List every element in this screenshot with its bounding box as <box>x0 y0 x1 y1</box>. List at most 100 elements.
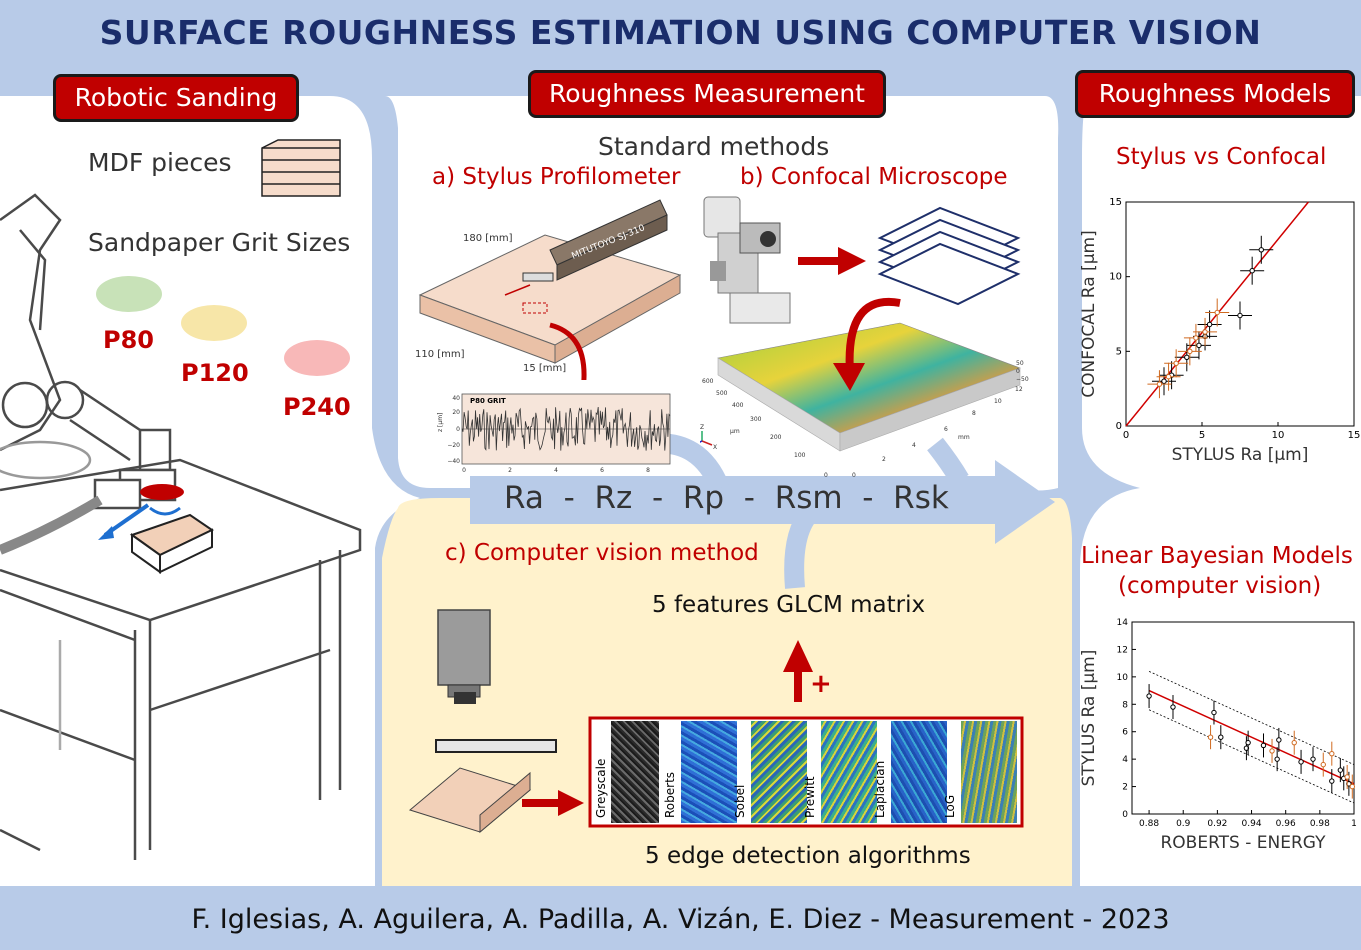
data-point <box>1187 348 1193 355</box>
surface-tick: 0 <box>852 472 856 479</box>
stylus-profilometer-label: a) Stylus Profilometer <box>432 164 681 190</box>
section-label-robotic-sanding: Robotic Sanding <box>53 74 299 122</box>
y-tick-label: 12 <box>1117 645 1128 655</box>
glcm-features-label: 5 features GLCM matrix <box>652 592 926 618</box>
filter-tile-sobel <box>751 721 807 823</box>
section-label-roughness-measurement: Roughness Measurement <box>528 70 886 118</box>
grit-sizes-label: Sandpaper Grit Sizes <box>88 228 351 257</box>
data-point <box>1146 693 1152 699</box>
profile-xtick: 4 <box>554 467 558 474</box>
profile-ytick: 0 <box>456 426 460 433</box>
y-tick-label: 0 <box>1122 810 1128 820</box>
x-tick-label: 5 <box>1199 430 1205 441</box>
surface-z-tick: 0 <box>1016 368 1020 375</box>
profile-xtick: 6 <box>600 467 604 474</box>
profile-ytick: 20 <box>452 409 460 416</box>
surface-z-tick: 50 <box>1016 360 1024 367</box>
data-point <box>1156 381 1163 387</box>
surface-tick: 12 <box>1015 386 1023 393</box>
sandpaper-disc-p80 <box>96 276 162 312</box>
data-point <box>1276 737 1282 743</box>
x-tick-label: 1 <box>1351 819 1357 829</box>
surface-unit-um: µm <box>730 428 740 435</box>
confocal-microscope-label: b) Confocal Microscope <box>740 164 1008 190</box>
data-point <box>1161 378 1167 384</box>
x-tick-label: 0 <box>1123 430 1129 441</box>
data-point <box>1329 750 1335 757</box>
profile-xtick: 8 <box>646 467 650 474</box>
y-tick-label: 14 <box>1117 618 1129 628</box>
confidence-band <box>1148 671 1355 765</box>
x-tick-label: 0.94 <box>1242 819 1262 829</box>
chart2-title-line1: Linear Bayesian Models <box>1081 543 1353 569</box>
microscope-icon <box>703 196 791 324</box>
y-axis-label: STYLUS Ra [µm] <box>1079 650 1099 787</box>
data-point <box>1249 267 1255 274</box>
x-tick-label: 0.96 <box>1276 819 1296 829</box>
profile-xtick: 0 <box>462 467 466 474</box>
data-point <box>1165 374 1172 380</box>
data-point <box>1245 739 1251 746</box>
plus-sign: + <box>810 669 832 699</box>
mdf-stack-icon <box>261 139 341 197</box>
data-point <box>1337 767 1344 773</box>
filter-tile-roberts <box>681 721 737 823</box>
filter-label-laplacian: Laplacian <box>873 760 887 818</box>
y-tick-label: 10 <box>1109 272 1122 283</box>
page-title: SURFACE ROUGHNESS ESTIMATION USING COMPU… <box>0 0 1361 118</box>
surface-tick: 100 <box>794 452 806 459</box>
data-point <box>1206 321 1213 328</box>
data-point <box>1269 748 1275 754</box>
dim-thickness: 15 [mm] <box>523 363 566 374</box>
surface-z-tick: −50 <box>1016 376 1029 383</box>
data-point <box>1310 756 1316 762</box>
roughness-profile-plot: P80 GRIT z [µm] 40 20 0 −20 −40 0 2 4 6 … <box>437 393 671 474</box>
axis-letter: Z <box>700 424 704 431</box>
image-stack-icon <box>877 206 1021 306</box>
surface-tick: 500 <box>716 390 728 397</box>
y-tick-label: 2 <box>1122 783 1128 793</box>
x-tick-label: 0.98 <box>1310 819 1330 829</box>
grit-label-p240: P240 <box>283 393 351 421</box>
data-point <box>1329 778 1335 784</box>
surface-tick: 10 <box>994 398 1002 405</box>
surface-tick: 300 <box>750 416 762 423</box>
x-axis-label: STYLUS Ra [µm] <box>1172 445 1309 465</box>
y-tick-label: 0 <box>1116 421 1122 432</box>
confocal-illustration: 600 500 400 300 200 100 0 µm 0 2 4 6 8 1… <box>700 196 1029 479</box>
data-point <box>1291 739 1297 746</box>
edge-detection-label: 5 edge detection algorithms <box>645 843 971 869</box>
standard-methods-label: Standard methods <box>598 132 830 161</box>
chart1-title: Stylus vs Confocal <box>1116 144 1327 170</box>
mdf-pieces-label: MDF pieces <box>88 148 232 177</box>
camera-icon <box>437 609 491 704</box>
filter-label-greyscale: Greyscale <box>594 758 608 818</box>
grit-label-p80: P80 <box>103 326 154 354</box>
y-tick-label: 8 <box>1122 700 1128 710</box>
x-tick-label: 10 <box>1272 430 1285 441</box>
data-point <box>1349 783 1355 790</box>
surface-tick: 8 <box>972 410 976 417</box>
filter-strip <box>593 721 1021 823</box>
profile-ytick: −20 <box>447 442 460 449</box>
data-point <box>1184 354 1190 361</box>
axis-letter: X <box>713 444 717 451</box>
data-point <box>1258 247 1264 253</box>
profilometer-illustration: MITUTOYO SJ-310 180 [mm] 110 [mm] 15 [mm… <box>415 199 682 380</box>
profile-xtick: 2 <box>508 467 512 474</box>
section-label-roughness-models: Roughness Models <box>1075 70 1355 118</box>
mdf-board-icon <box>408 767 532 834</box>
surface-tick: 200 <box>770 434 782 441</box>
profile-title: P80 GRIT <box>470 397 506 405</box>
data-point <box>1170 704 1176 710</box>
data-point <box>1214 309 1220 316</box>
filter-label-log: LoG <box>943 794 957 818</box>
surface-tick: 600 <box>702 378 714 385</box>
filter-label-sobel: Sobel <box>733 784 747 818</box>
surface-unit-mm: mm <box>958 434 970 441</box>
x-axis-label: ROBERTS - ENERGY <box>1160 833 1326 853</box>
profile-ytick: 40 <box>452 395 460 402</box>
grit-label-p120: P120 <box>181 359 249 387</box>
